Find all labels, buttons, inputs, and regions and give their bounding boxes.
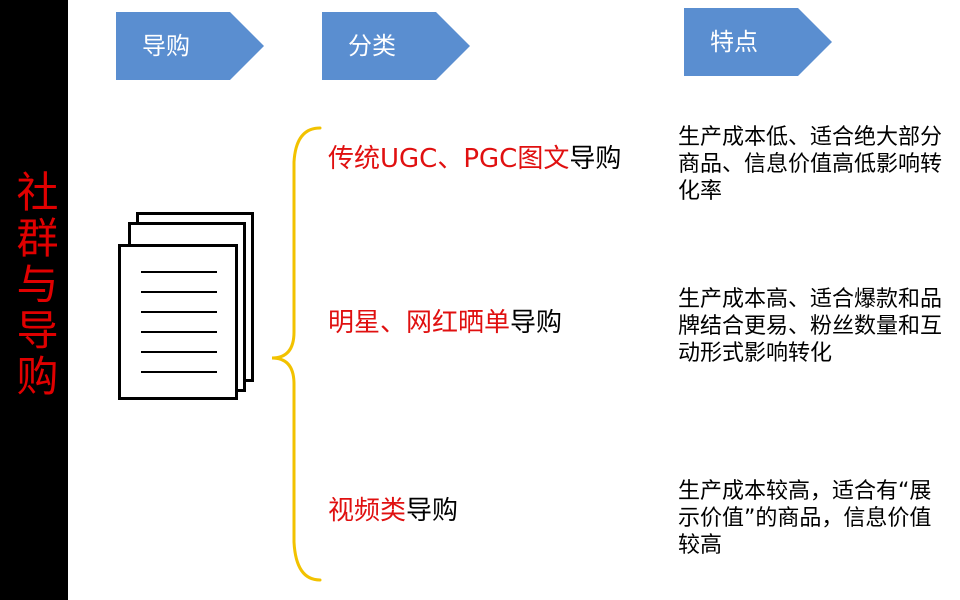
text-line [141,271,217,273]
category-video: 视频类导购 [328,490,458,527]
category-suffix: 导购 [406,496,459,526]
category-suffix: 导购 [510,308,563,338]
sidebar-title: 社群与导购 [10,170,59,400]
feature-description-2: 生产成本高、适合爆款和品牌结合更易、粉丝数量和互动形式影响转化 [678,287,943,366]
category-ugc-pgc: 传统UGC、PGC图文导购 [328,138,621,175]
text-line [141,291,217,293]
document-page-front [118,244,238,400]
sidebar: 社群与导购 [0,0,68,600]
feature-description-1: 生产成本低、适合绝大部分商品、信息价值高低影响转化率 [678,125,943,204]
text-line [141,371,217,373]
text-line [141,331,217,333]
feature-description-3: 生产成本较高，适合有“展示价值”的商品，信息价值较高 [678,479,932,558]
category-highlight: 传统UGC、PGC图文 [328,144,570,174]
category-celebrity: 明星、网红晒单导购 [328,302,562,339]
curly-brace [271,126,322,582]
text-line [141,351,217,353]
stacked-documents-icon [108,206,268,406]
header-chevron-guide: 导购 [116,12,264,80]
category-highlight: 明星、网红晒单 [328,308,511,338]
header-chevron-features: 特点 [684,8,832,76]
category-highlight: 视频类 [328,496,407,526]
text-line [141,311,217,313]
header-chevron-category: 分类 [322,12,470,80]
category-suffix: 导购 [569,144,622,174]
